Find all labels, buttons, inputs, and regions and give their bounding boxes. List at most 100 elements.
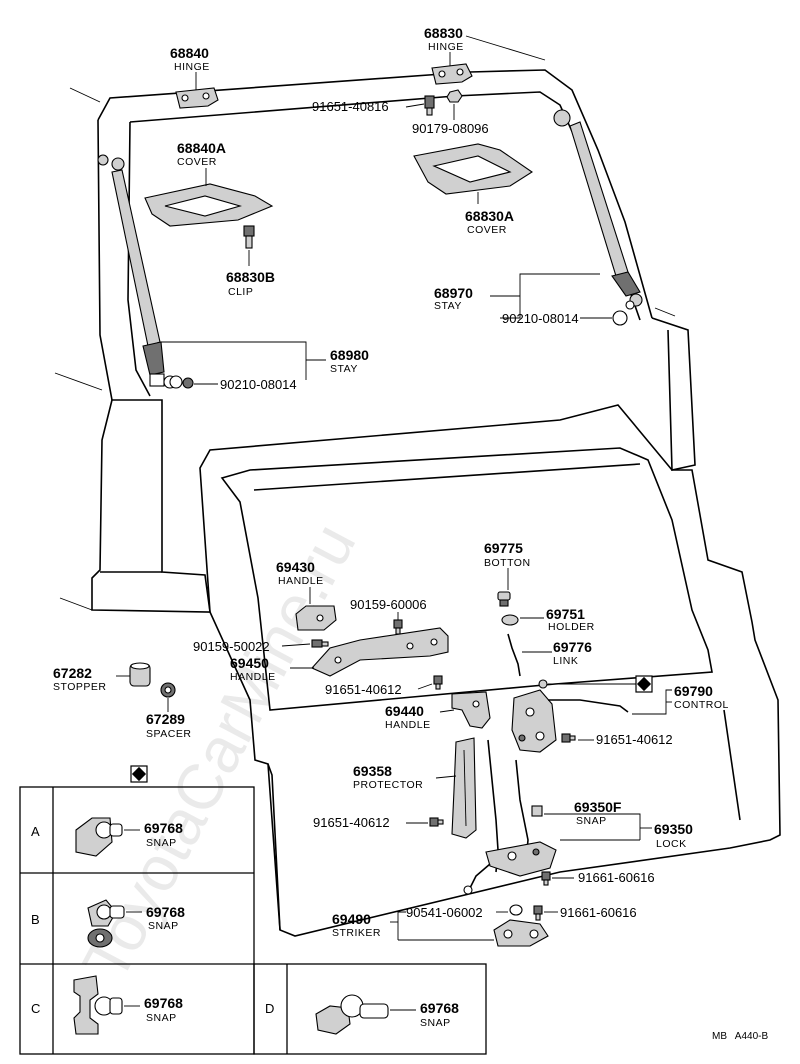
part-name-hinge-right: HINGE [428, 41, 464, 53]
part-num-68840: 68840 [170, 45, 209, 61]
part-name-lock: LOCK [656, 838, 687, 850]
part-num-67289: 67289 [146, 711, 185, 727]
variant-name-b: SNAP [148, 920, 179, 932]
hinge-right-drawing [431, 63, 473, 85]
part-name-striker: STRIKER [332, 927, 381, 939]
striker-69490-drawing [493, 919, 549, 947]
snap-variant-b-icon [87, 899, 125, 948]
part-num-69775: 69775 [484, 540, 523, 556]
control-69790-drawing [511, 679, 629, 753]
bolt-90541-06002-icon [509, 904, 523, 916]
part-name-cover-left: COVER [177, 156, 217, 168]
part-name-handle-69450: HANDLE [230, 671, 276, 683]
variant-num-a: 69768 [144, 820, 183, 836]
variant-table-marker-diamond-icon [131, 766, 147, 782]
handle-69430-drawing [295, 605, 337, 631]
part-name-protector: PROTECTOR [353, 779, 423, 791]
part-num-90210-08014-left: 90210-08014 [220, 377, 297, 392]
stopper-67282-icon [129, 662, 151, 687]
part-num-68830B: 68830B [226, 269, 275, 285]
part-num-91661-60616-a: 91661-60616 [578, 870, 655, 885]
variant-marker-diamond-icon [636, 676, 652, 692]
part-num-91651-40816: 91651-40816 [312, 99, 389, 114]
bolt-91651-40612-b-icon [561, 733, 576, 743]
variant-num-d: 69768 [420, 1000, 459, 1016]
variant-name-d: SNAP [420, 1017, 451, 1029]
part-num-69440: 69440 [385, 703, 424, 719]
part-num-91661-60616-b: 91661-60616 [560, 905, 637, 920]
part-name-handle-69430: HANDLE [278, 575, 324, 587]
diagram-code: MB A440-B [712, 1031, 768, 1042]
variant-num-b: 69768 [146, 904, 185, 920]
variant-table [19, 786, 487, 1055]
variant-letter-b: B [31, 912, 40, 927]
protector-69358-drawing [451, 737, 477, 839]
link-rod [507, 633, 521, 677]
cover-right-drawing [413, 143, 533, 195]
part-num-69350: 69350 [654, 821, 693, 837]
part-name-handle-69440: HANDLE [385, 719, 431, 731]
part-num-69490: 69490 [332, 911, 371, 927]
part-num-90179-08096: 90179-08096 [412, 121, 489, 136]
part-name-clip: CLIP [228, 286, 253, 298]
variant-letter-a: A [31, 824, 40, 839]
part-name-stay-right: STAY [434, 300, 462, 312]
part-num-69350F: 69350F [574, 799, 622, 815]
cover-left-drawing [144, 183, 274, 227]
stay-left-drawing [97, 154, 194, 389]
part-num-69430: 69430 [276, 559, 315, 575]
hinge-left-drawing [175, 87, 219, 109]
spacer-67289-icon [160, 682, 176, 698]
bolt-91661-60616-b-icon [533, 905, 543, 921]
part-name-snap-69350F: SNAP [576, 815, 607, 827]
snap-variant-a-icon [75, 817, 123, 857]
part-num-91651-40612-c: 91651-40612 [313, 815, 390, 830]
part-num-69358: 69358 [353, 763, 392, 779]
part-name-cover-right: COVER [467, 224, 507, 236]
part-num-68830: 68830 [424, 25, 463, 41]
part-num-69450: 69450 [230, 655, 269, 671]
part-num-90541-06002: 90541-06002 [406, 905, 483, 920]
part-num-68980: 68980 [330, 347, 369, 363]
part-num-69751: 69751 [546, 606, 585, 622]
variant-num-c: 69768 [144, 995, 183, 1011]
snap-69350F-icon [531, 805, 543, 817]
part-name-link: LINK [553, 655, 578, 667]
holder-69751-icon [501, 614, 519, 626]
button-69775-icon [497, 591, 511, 607]
stay-right-drawing [553, 109, 643, 326]
variant-letter-c: C [31, 1001, 40, 1016]
handle-69440-drawing [451, 691, 491, 729]
part-name-spacer: SPACER [146, 728, 191, 740]
screw-90159-60006-icon [393, 619, 403, 635]
part-num-90159-50022: 90159-50022 [193, 639, 270, 654]
snap-variant-c-icon [73, 975, 123, 1035]
watermark-text: ToyotaCarMine.ru [69, 512, 370, 992]
snap-variant-d-icon [315, 994, 389, 1035]
part-name-hinge-left: HINGE [174, 61, 210, 73]
bolt-91651-40612-a-icon [433, 675, 443, 690]
bolt-91651-40816-icon [424, 95, 435, 116]
part-name-stopper: STOPPER [53, 681, 107, 693]
variant-name-a: SNAP [146, 837, 177, 849]
screw-90159-50022-icon [311, 639, 329, 648]
part-num-90210-08014-right: 90210-08014 [502, 311, 579, 326]
handle-69450-drawing [311, 627, 449, 677]
part-num-90159-60006: 90159-60006 [350, 597, 427, 612]
part-name-control: CONTROL [674, 699, 729, 711]
nut-90179-08096-icon [446, 89, 463, 103]
part-num-68830A: 68830A [465, 208, 514, 224]
part-name-stay-left: STAY [330, 363, 358, 375]
variant-name-c: SNAP [146, 1012, 177, 1024]
bolt-91661-60616-a-icon [541, 871, 551, 886]
bolt-91651-40612-c-icon [429, 817, 444, 827]
part-num-69776: 69776 [553, 639, 592, 655]
part-num-91651-40612-b: 91651-40612 [596, 732, 673, 747]
part-num-67282: 67282 [53, 665, 92, 681]
part-name-holder: HOLDER [548, 621, 595, 633]
clip-68830B-icon [243, 225, 255, 249]
part-num-68970: 68970 [434, 285, 473, 301]
variant-letter-d: D [265, 1001, 274, 1016]
part-num-69790: 69790 [674, 683, 713, 699]
